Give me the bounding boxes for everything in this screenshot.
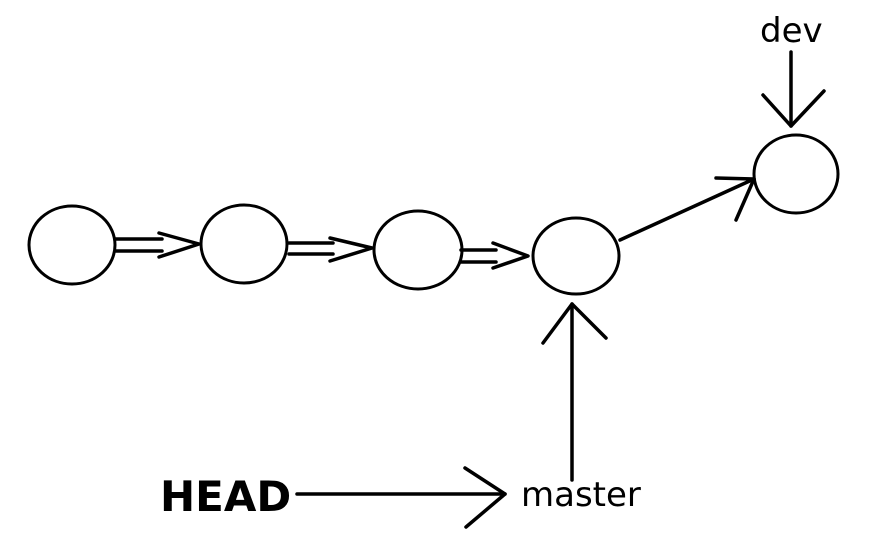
master-label: master bbox=[521, 475, 641, 515]
commit-node-3 bbox=[372, 209, 464, 291]
arrow-head-to-master bbox=[295, 466, 507, 529]
arrow-dev-pointer bbox=[761, 50, 826, 128]
commit-node-dev bbox=[752, 133, 840, 215]
double-arrow-2-3 bbox=[287, 236, 374, 263]
head-label: HEAD bbox=[160, 472, 292, 521]
arrow-master-to-dev bbox=[618, 176, 756, 242]
commit-node-master bbox=[531, 216, 621, 296]
commit-node-2 bbox=[199, 203, 289, 285]
arrow-master-pointer bbox=[541, 302, 608, 482]
double-arrow-1-2 bbox=[114, 231, 201, 259]
commit-node-1 bbox=[27, 204, 117, 286]
double-arrow-3-master bbox=[459, 241, 530, 270]
dev-label: dev bbox=[760, 11, 823, 51]
